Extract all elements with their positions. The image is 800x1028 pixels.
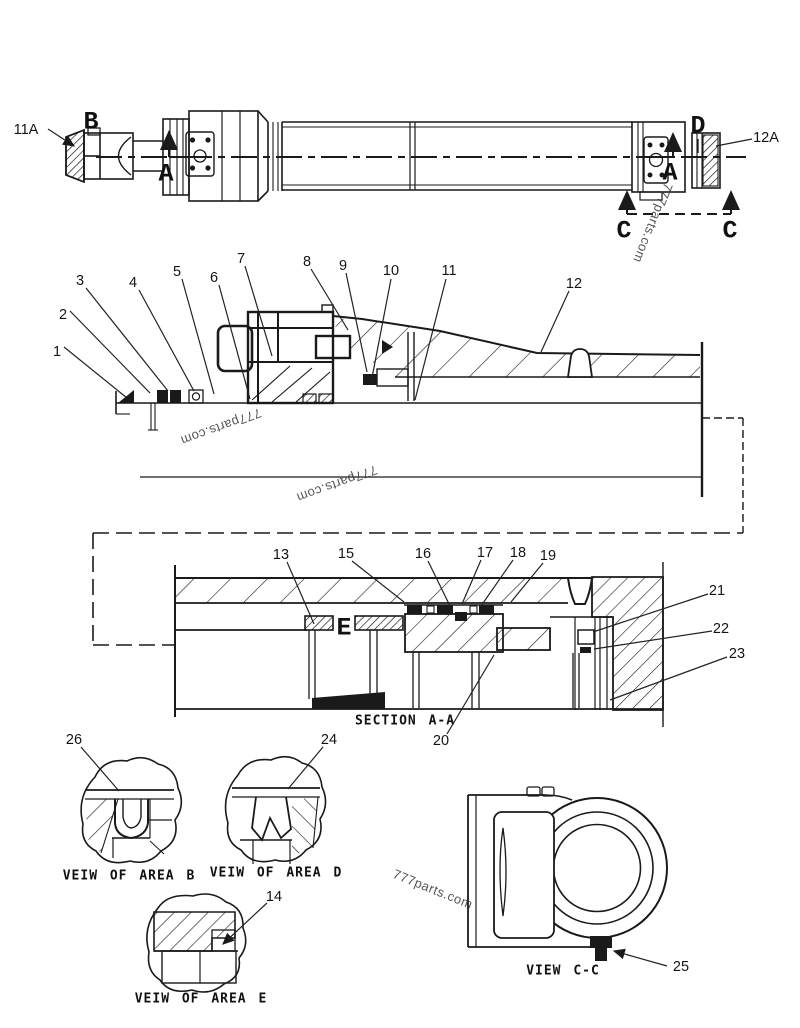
section-marker-e: E: [336, 613, 352, 643]
callout-19: 19: [539, 547, 557, 564]
view-cc-caption: VIEW C-C: [526, 963, 600, 979]
callout-16: 16: [414, 545, 432, 562]
callout-10: 10: [382, 262, 400, 279]
callout-9: 9: [338, 257, 348, 274]
section-marker-c-left: C: [616, 216, 632, 246]
callout-25: 25: [672, 958, 690, 975]
top-view-drawing: [65, 110, 746, 215]
section-marker-a-right: A: [662, 158, 678, 188]
callout-12: 12: [565, 275, 583, 292]
section-aa-caption: SECTION A-A: [354, 713, 456, 729]
callout-23: 23: [728, 645, 746, 662]
section-marker-d: D: [690, 111, 706, 141]
callout-1: 1: [52, 343, 62, 360]
callout-12a: 12A: [753, 129, 779, 146]
callout-7: 7: [236, 250, 246, 267]
callout-17: 17: [476, 544, 494, 561]
callout-21: 21: [708, 582, 726, 599]
callout-2: 2: [58, 306, 68, 323]
callout-22: 22: [712, 620, 730, 637]
callout-6: 6: [209, 269, 219, 286]
callout-5: 5: [172, 263, 182, 280]
section-aa-drawing: [174, 562, 664, 727]
leader-lines: [47, 128, 753, 967]
callout-20: 20: [432, 732, 450, 749]
callout-26: 26: [65, 731, 83, 748]
callout-4: 4: [128, 274, 138, 291]
callout-24: 24: [320, 731, 338, 748]
callout-18: 18: [509, 544, 527, 561]
section-marker-b: B: [83, 107, 99, 137]
view-area-b-caption: VEIW OF AREA B: [62, 868, 196, 884]
callout-11: 11: [441, 262, 457, 279]
callout-14: 14: [265, 888, 283, 905]
callout-11a: 11A: [13, 121, 39, 138]
callout-8: 8: [302, 253, 312, 270]
view-area-e-caption: VEIW OF AREA E: [134, 991, 268, 1007]
callout-15: 15: [337, 545, 355, 562]
section-marker-c-right: C: [722, 216, 738, 246]
detail-views-drawing: [80, 755, 668, 993]
view-area-d-caption: VEIW OF AREA D: [209, 865, 343, 881]
section-marker-a-left: A: [158, 159, 174, 189]
callout-13: 13: [272, 546, 290, 563]
callout-3: 3: [75, 272, 85, 289]
